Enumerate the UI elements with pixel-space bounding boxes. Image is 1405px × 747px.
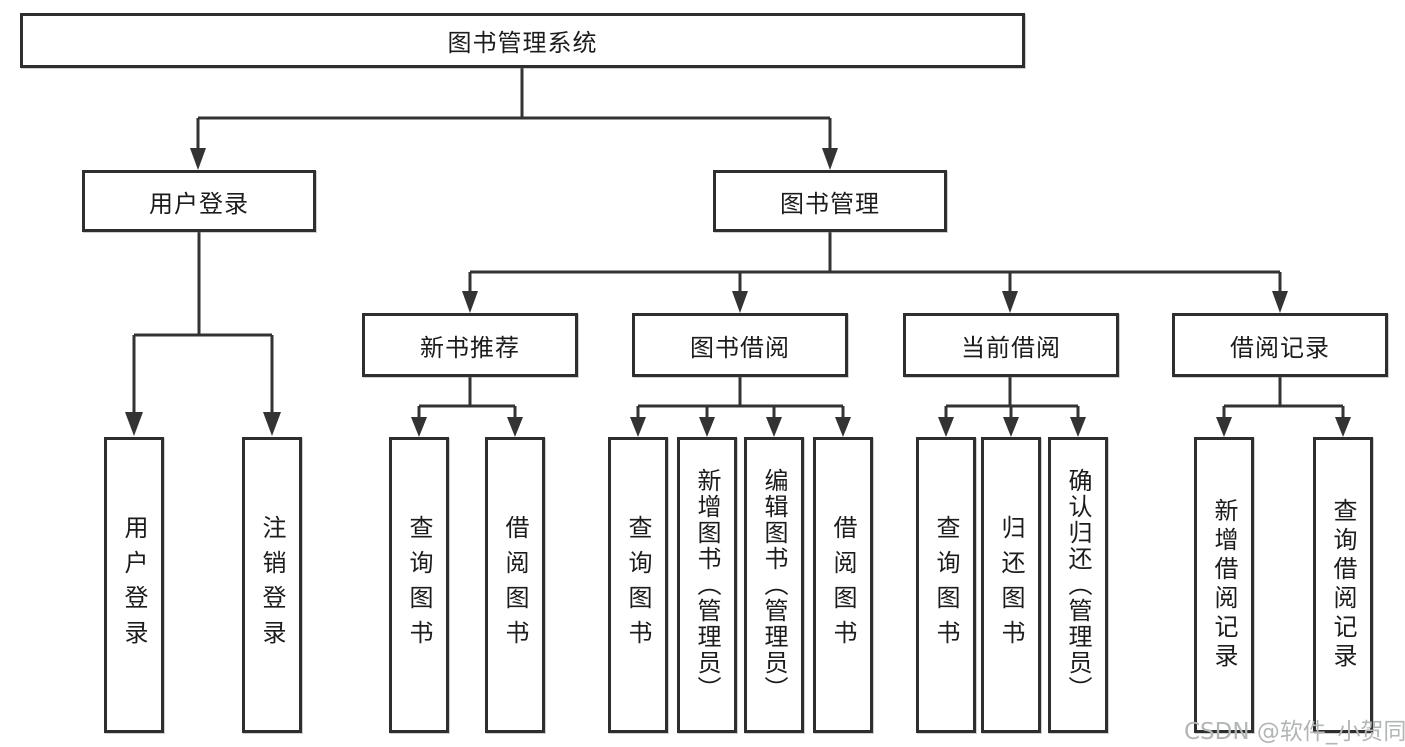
leaf-borrow-books-recommend: 借阅图书	[485, 437, 545, 733]
node-library-system: 图书管理系统	[20, 13, 1025, 68]
leaf-add-book-admin-label: 新增图书（管理员）	[693, 468, 721, 702]
node-new-book-recommend-label: 新书推荐	[420, 333, 520, 362]
leaf-query-books-recommend-label: 查询图书	[405, 515, 433, 655]
connector-current-borrow-children	[938, 377, 1086, 437]
leaf-query-books-borrow-label: 查询图书	[624, 515, 652, 655]
leaf-user-login: 用户登录	[104, 437, 164, 733]
leaf-logout: 注销登录	[242, 437, 302, 733]
node-library-system-label: 图书管理系统	[447, 29, 598, 57]
connector-user-login-children	[125, 232, 281, 436]
node-current-borrow-label: 当前借阅	[961, 333, 1061, 362]
leaf-return-book: 归还图书	[981, 437, 1041, 733]
leaf-user-login-label: 用户登录	[120, 515, 148, 655]
connector-book-mgmt-children	[462, 232, 1288, 313]
node-user-login: 用户登录	[82, 170, 316, 232]
leaf-confirm-return-admin-label: 确认归还（管理员）	[1064, 468, 1092, 702]
leaf-query-books-borrow: 查询图书	[608, 437, 668, 733]
leaf-borrow-books-label: 借阅图书	[829, 515, 857, 655]
leaf-add-borrow-record-label: 新增借阅记录	[1210, 498, 1238, 672]
connector-borrow-records-children	[1216, 377, 1351, 437]
csdn-watermark: CSDN @软件_小贺同学	[1184, 719, 1405, 745]
node-book-borrow-label: 图书借阅	[690, 333, 790, 362]
leaf-logout-label: 注销登录	[258, 515, 286, 655]
node-book-mgmt-label: 图书管理	[780, 189, 880, 218]
leaf-edit-book-admin-label: 编辑图书（管理员）	[760, 468, 788, 702]
leaf-query-books-current: 查询图书	[916, 437, 976, 733]
leaf-add-book-admin: 新增图书（管理员）	[677, 437, 737, 733]
leaf-borrow-books-recommend-label: 借阅图书	[501, 515, 529, 655]
leaf-query-borrow-record: 查询借阅记录	[1313, 437, 1373, 733]
leaf-query-borrow-record-label: 查询借阅记录	[1329, 498, 1357, 672]
node-book-mgmt: 图书管理	[713, 170, 947, 232]
connector-new-book-children	[411, 377, 523, 437]
node-new-book-recommend: 新书推荐	[362, 313, 578, 377]
leaf-return-book-label: 归还图书	[997, 515, 1025, 655]
node-book-borrow: 图书借阅	[632, 313, 848, 377]
connector-book-borrow-children	[630, 377, 851, 437]
leaf-add-borrow-record: 新增借阅记录	[1194, 437, 1254, 733]
leaf-query-books-recommend: 查询图书	[389, 437, 449, 733]
leaf-edit-book-admin: 编辑图书（管理员）	[744, 437, 804, 733]
node-current-borrow: 当前借阅	[903, 313, 1119, 377]
node-borrow-records: 借阅记录	[1172, 313, 1388, 377]
connector-root-to-level1	[190, 68, 838, 170]
leaf-confirm-return-admin: 确认归还（管理员）	[1048, 437, 1108, 733]
leaf-borrow-books: 借阅图书	[813, 437, 873, 733]
node-user-login-label: 用户登录	[149, 189, 249, 218]
leaf-query-books-current-label: 查询图书	[932, 515, 960, 655]
node-borrow-records-label: 借阅记录	[1230, 333, 1330, 362]
